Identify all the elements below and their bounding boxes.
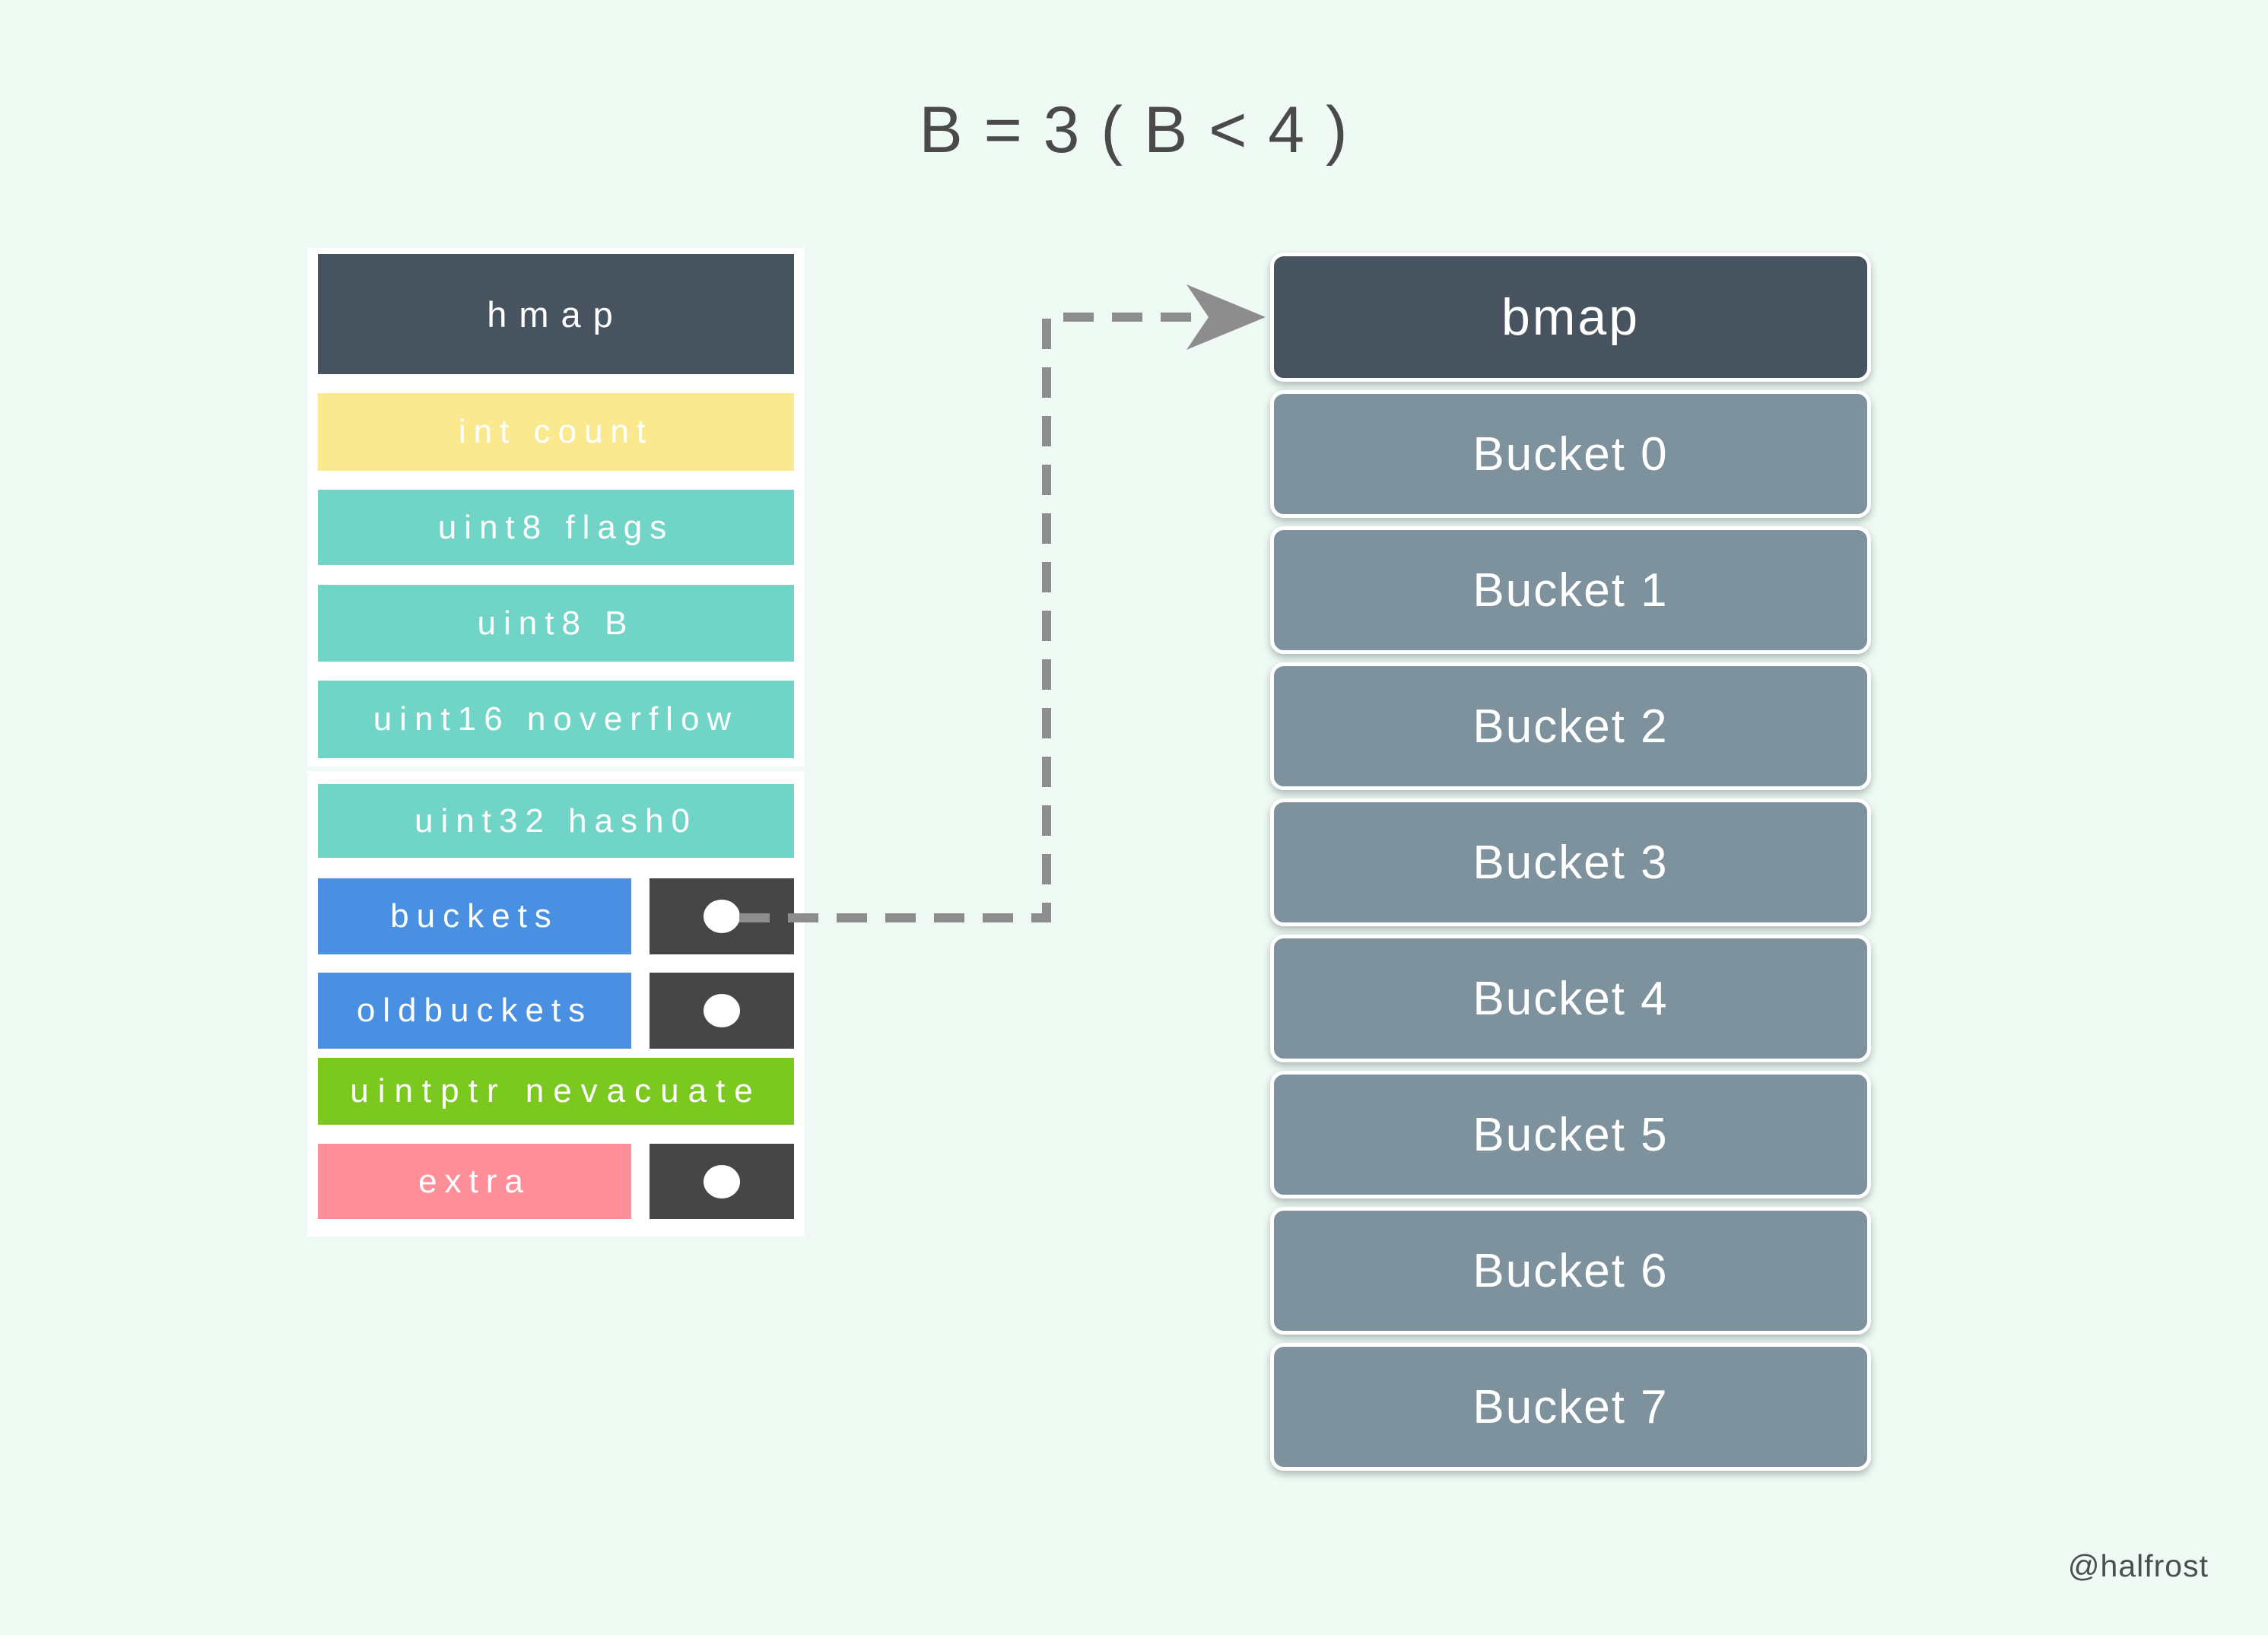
pointer-dot-icon bbox=[704, 1164, 740, 1198]
field-row-buckets: buckets bbox=[318, 878, 631, 954]
field-row-oldbuckets: oldbuckets bbox=[318, 973, 631, 1049]
field-row-uint8-b: uint8 B bbox=[318, 585, 794, 662]
pointer-dot-icon bbox=[704, 900, 740, 933]
credit-text: @halfrost bbox=[2067, 1548, 2209, 1583]
bucket-row-5: Bucket 5 bbox=[1270, 1071, 1871, 1198]
bucket-row-2: Bucket 2 bbox=[1270, 662, 1871, 790]
pointer-dot-icon bbox=[704, 994, 740, 1027]
field-row-uint16-noverflow: uint16 noverflow bbox=[318, 681, 794, 758]
field-row-uintptr-nevacuate: uintptr nevacuate bbox=[318, 1058, 794, 1125]
extra-pointer-cell bbox=[650, 1144, 794, 1219]
bucket-row-1: Bucket 1 bbox=[1270, 526, 1871, 654]
bucket-row-3: Bucket 3 bbox=[1270, 798, 1871, 926]
field-row-int-count: int count bbox=[318, 393, 794, 471]
dashed-connector-line bbox=[739, 313, 1251, 922]
hmap-header: hmap bbox=[318, 254, 794, 374]
field-row-uint8-flags: uint8 flags bbox=[318, 490, 794, 565]
field-row-extra: extra bbox=[318, 1144, 631, 1219]
buckets-pointer-cell bbox=[650, 878, 794, 954]
bmap-header: bmap bbox=[1270, 252, 1871, 382]
arrowhead-icon bbox=[1186, 284, 1266, 350]
bucket-row-7: Bucket 7 bbox=[1270, 1343, 1871, 1471]
oldbuckets-pointer-cell bbox=[650, 973, 794, 1049]
diagram-title: B = 3 ( B < 4 ) bbox=[919, 94, 1349, 167]
bmap-bucket-array: bmap Bucket 0 Bucket 1 Bucket 2 Bucket 3… bbox=[1270, 252, 1871, 1471]
bucket-row-0: Bucket 0 bbox=[1270, 390, 1871, 518]
bucket-row-6: Bucket 6 bbox=[1270, 1207, 1871, 1335]
bucket-row-4: Bucket 4 bbox=[1270, 935, 1871, 1062]
field-row-uint32-hash0: uint32 hash0 bbox=[318, 784, 794, 858]
